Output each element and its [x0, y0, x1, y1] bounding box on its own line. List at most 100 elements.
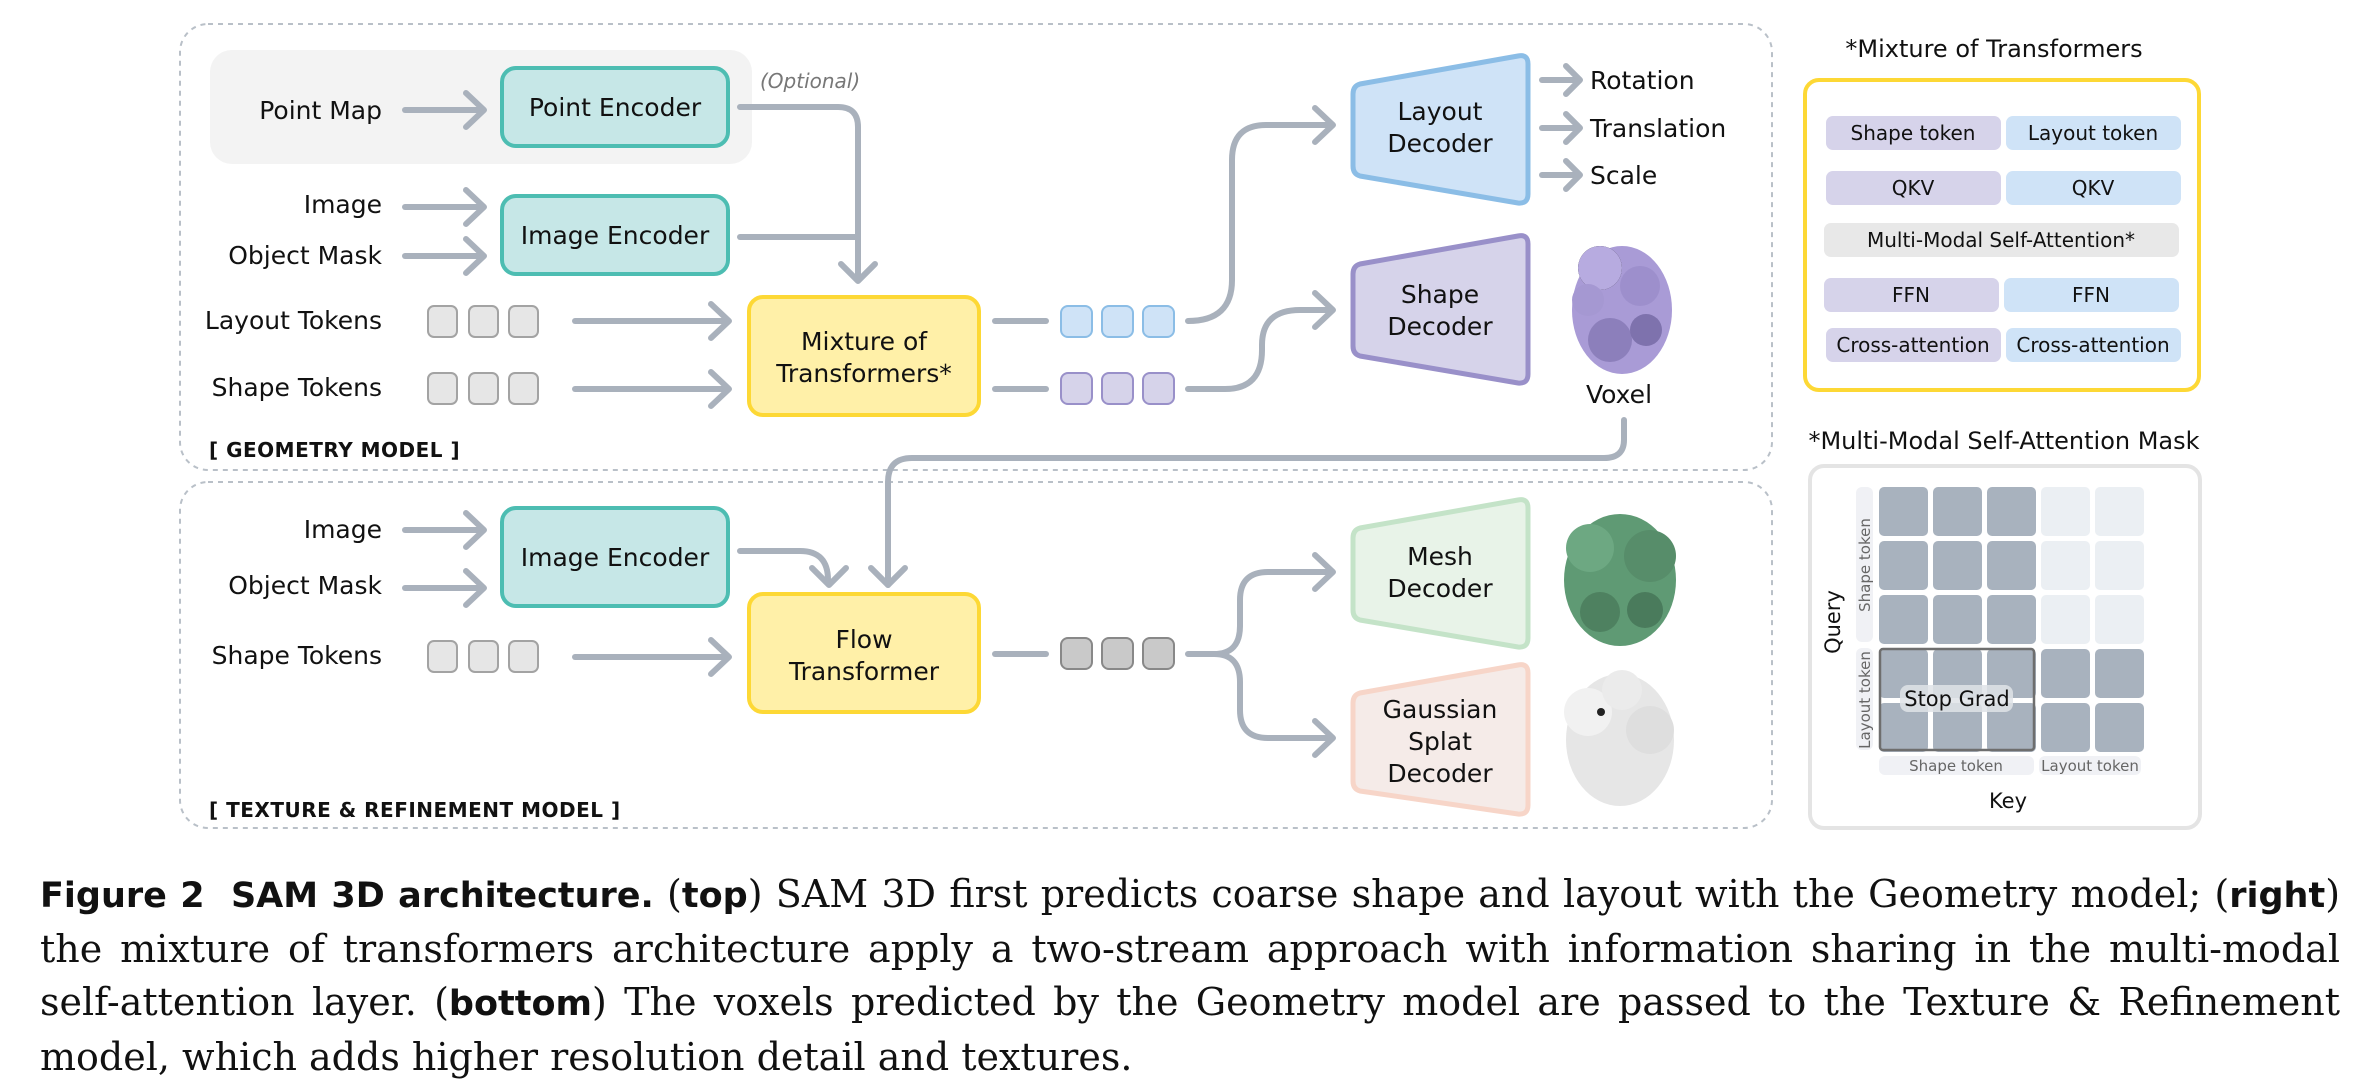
tex-input-object-mask: Object Mask — [228, 571, 382, 600]
svg-text:Mixture of: Mixture of — [801, 327, 928, 356]
svg-text:Layout token: Layout token — [2028, 121, 2158, 145]
mask-cell-r2-c4 — [2095, 595, 2144, 644]
svg-text:Cross-attention: Cross-attention — [1836, 333, 1989, 357]
mot-shape-token-chip — [1826, 116, 2001, 150]
encoder-to-mot-connectors — [737, 104, 878, 284]
mask-cell-r0-c0 — [1879, 487, 1928, 536]
stop-grad-label: Stop Grad — [1904, 687, 2010, 711]
input-layout-tokens: Layout Tokens — [205, 306, 382, 335]
attention-mask-grid — [1879, 487, 2144, 752]
caption-bottom-text: The voxels predicted by the Geometry mod… — [40, 980, 2340, 1079]
input-object-mask: Object Mask — [228, 241, 382, 270]
svg-text:Mesh: Mesh — [1407, 542, 1473, 571]
svg-text:Transformer: Transformer — [788, 657, 940, 686]
mask-cell-r0-c4 — [2095, 487, 2144, 536]
svg-text:Shape: Shape — [1401, 280, 1479, 309]
svg-text:Gaussian: Gaussian — [1383, 695, 1498, 724]
output-scale: Scale — [1590, 161, 1657, 190]
geometry-input-arrows — [402, 90, 732, 409]
query-axis-label: Query — [1821, 590, 1845, 654]
mask-cell-r2-c0 — [1879, 595, 1928, 644]
mot-shape-qkv-chip — [1826, 171, 2001, 205]
mask-cell-r2-c2 — [1987, 595, 2036, 644]
mot-shape-cross-attn-chip — [1826, 328, 2001, 362]
mot-layout-cross-attn-chip — [2006, 328, 2181, 362]
voxel-to-flow-connector — [885, 417, 1627, 588]
key-axis-label: Key — [1989, 789, 2027, 813]
tex-input-shape-tokens: Shape Tokens — [212, 641, 382, 670]
row-group-layout-label: Layout token — [1856, 651, 1874, 749]
mask-cell-r3-c3 — [2041, 649, 2090, 698]
tex-image-encoder-box: Image Encoder — [500, 506, 730, 608]
caption-bottom-tag: bottom — [448, 984, 592, 1024]
svg-text:Image Encoder: Image Encoder — [521, 221, 710, 250]
svg-text:Decoder: Decoder — [1387, 129, 1493, 158]
mot-self-attention-chip — [1824, 223, 2179, 257]
texture-input-arrows — [402, 510, 732, 677]
caption-right-tag: right — [2229, 876, 2326, 916]
mask-cell-r4-c0 — [1879, 703, 1928, 752]
shape-token-squares-output — [1060, 372, 1175, 405]
mot-layout-ffn-chip — [2004, 278, 2179, 312]
mot-panel-rows: Shape token Layout token QKV QKV Multi-M… — [1824, 116, 2181, 362]
mask-cell-r4-c1 — [1933, 703, 1982, 752]
svg-text:Multi-Modal Self-Attention*: Multi-Modal Self-Attention* — [1867, 228, 2135, 252]
mask-panel-title: *Multi-Modal Self-Attention Mask — [1808, 427, 2199, 455]
tokens-to-decoders-connectors — [1185, 105, 1336, 392]
optional-note: (Optional) — [760, 69, 860, 93]
image-encoder-box: Image Encoder — [500, 194, 730, 276]
mask-cell-r1-c4 — [2095, 541, 2144, 590]
svg-text:QKV: QKV — [2072, 176, 2115, 200]
flow-output-token-squares — [1060, 637, 1175, 670]
col-group-layout-label: Layout token — [2041, 757, 2139, 775]
output-translation: Translation — [1589, 114, 1726, 143]
svg-text:Decoder: Decoder — [1387, 574, 1493, 603]
flow-to-decoders-connectors — [1185, 552, 1336, 758]
caption-right-text: the mixture of transformers architecture… — [40, 927, 2340, 1024]
svg-text:Cross-attention: Cross-attention — [2016, 333, 2169, 357]
col-group-shape-label: Shape token — [1909, 757, 2003, 775]
mask-cell-r1-c3 — [2041, 541, 2090, 590]
texture-model-label: [ TEXTURE & REFINEMENT MODEL ] — [209, 798, 621, 822]
layout-decoder-output-arrows — [1539, 63, 1583, 192]
tex-input-image: Image — [304, 515, 382, 544]
mask-cell-r4-c3 — [2041, 703, 2090, 752]
mask-cell-r1-c2 — [1987, 541, 2036, 590]
input-image: Image — [304, 190, 382, 219]
mask-cell-r2-c3 — [2041, 595, 2090, 644]
stop-grad-badge-bg — [1900, 685, 2013, 712]
gaussian-splat-decoder-box: Gaussian Splat Decoder — [1350, 662, 1531, 817]
geometry-model-frame — [179, 23, 1773, 471]
figure-title: SAM 3D architecture. — [230, 876, 654, 916]
svg-text:Decoder: Decoder — [1387, 759, 1493, 788]
svg-text:Transformers*: Transformers* — [775, 359, 952, 388]
voxel-arrowhead — [868, 565, 908, 588]
geometry-model-label: [ GEOMETRY MODEL ] — [209, 438, 460, 462]
texture-model-frame — [179, 481, 1773, 829]
col-group-shape-bg — [1879, 756, 2034, 775]
voxel-label: Voxel — [1586, 380, 1652, 409]
input-shape-tokens: Shape Tokens — [212, 373, 382, 402]
point-encoder-box: Point Encoder — [500, 66, 730, 148]
caption-top-tag: top — [681, 876, 748, 916]
layout-token-squares-input — [427, 305, 539, 338]
svg-text:Image Encoder: Image Encoder — [521, 543, 710, 572]
col-group-layout-bg — [2039, 756, 2141, 775]
mask-cell-r4-c2 — [1987, 703, 2036, 752]
mask-cell-r1-c1 — [1933, 541, 1982, 590]
mesh-render-image — [1564, 514, 1676, 646]
svg-text:Point Encoder: Point Encoder — [529, 93, 702, 122]
mot-panel-title: *Mixture of Transformers — [1845, 35, 2142, 63]
gaussian-splat-render-image — [1564, 670, 1674, 806]
input-point-map: Point Map — [259, 96, 382, 125]
shape-decoder-box: Shape Decoder — [1350, 233, 1531, 386]
mask-cell-r0-c1 — [1933, 487, 1982, 536]
mask-cell-r4-c4 — [2095, 703, 2144, 752]
row-group-shape-bg — [1856, 487, 1873, 642]
mask-cell-r2-c1 — [1933, 595, 1982, 644]
svg-text:Splat: Splat — [1408, 727, 1472, 756]
caption-top-text: SAM 3D first predicts coarse shape and l… — [775, 872, 2202, 916]
architecture-diagram: Point Map Image Object Mask Layout Token… — [179, 23, 2202, 830]
shape-token-squares-texture — [427, 640, 539, 673]
figure-label: Figure 2 — [40, 876, 205, 916]
